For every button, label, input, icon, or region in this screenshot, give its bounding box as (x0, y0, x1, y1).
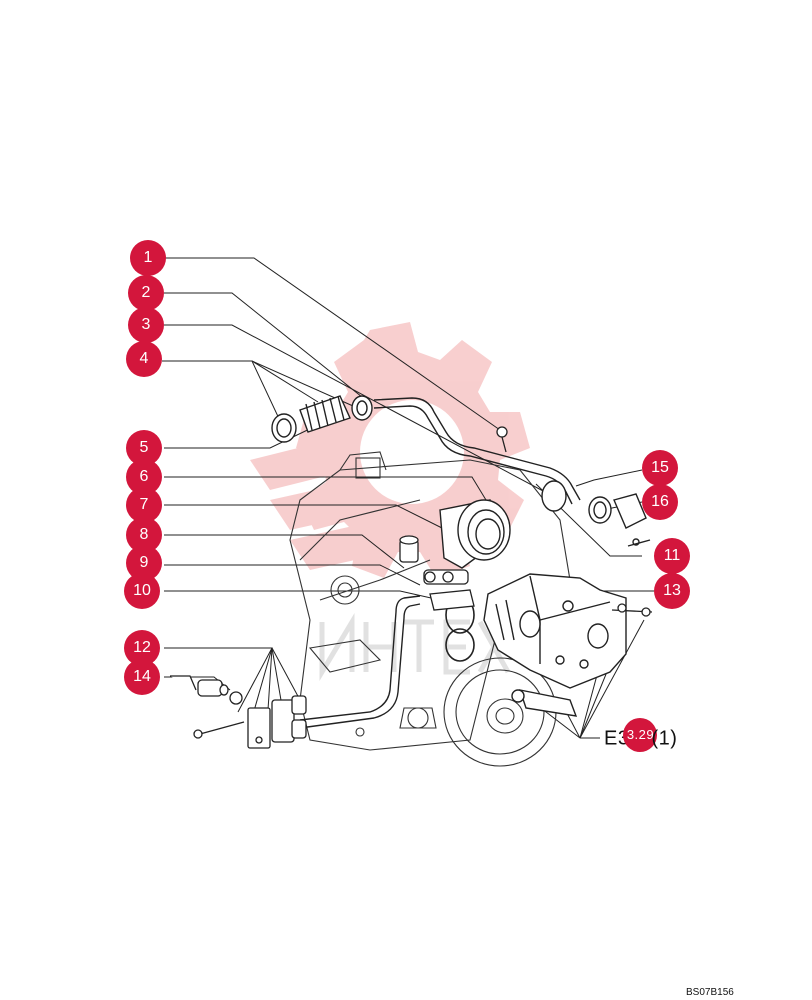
flange-adapter (439, 499, 511, 569)
watermark-text-shapes (319, 612, 511, 682)
reference-badge[interactable]: 3.29 (623, 718, 658, 752)
pump-inlet-parts (541, 480, 651, 547)
callout-13[interactable]: 13 (654, 573, 690, 609)
pipe-clamps (170, 675, 307, 749)
pressure-pipe (299, 595, 421, 729)
callout-3[interactable]: 3 (128, 307, 164, 343)
callout-10[interactable]: 10 (124, 573, 160, 609)
callout-16[interactable]: 16 (642, 484, 678, 520)
fitting (399, 535, 419, 563)
hose-assembly (271, 395, 373, 443)
connector-fittings (423, 569, 475, 611)
pump-bolts (611, 603, 653, 617)
reference-suffix: (1) (651, 727, 678, 750)
callout-14[interactable]: 14 (124, 659, 160, 695)
drawing-code: BS07B156 (686, 987, 734, 998)
reference-prefix: E3 (604, 727, 630, 750)
screw (496, 426, 508, 453)
hydraulic-pump (483, 573, 627, 717)
callout-1[interactable]: 1 (130, 240, 166, 276)
callout-11[interactable]: 11 (654, 538, 690, 574)
callout-4[interactable]: 4 (126, 341, 162, 377)
reference-link[interactable]: E33.29(1) (604, 718, 678, 752)
callout-2[interactable]: 2 (128, 275, 164, 311)
callout-15[interactable]: 15 (642, 450, 678, 486)
